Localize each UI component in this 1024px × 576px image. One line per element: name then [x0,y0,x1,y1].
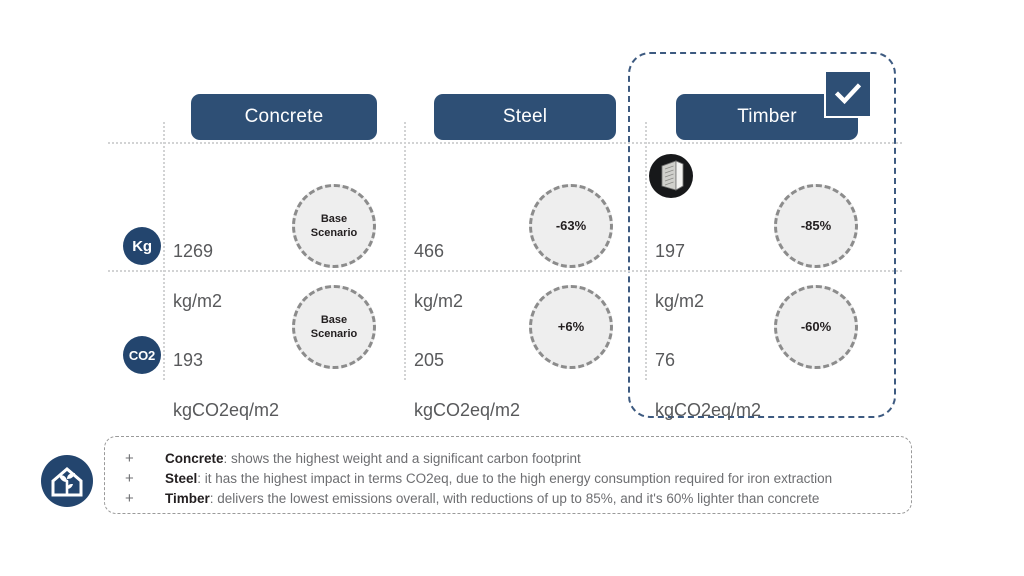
column-header-steel-label: Steel [502,106,548,127]
value-weight-timber: 197 kg/m2 [655,214,704,339]
kg-badge-label: Kg [132,237,152,255]
comparison-circle-carbon-concrete: Base Scenario [292,285,376,369]
note-item-steel-term: Steel [165,471,198,486]
clt-panel-icon [649,154,693,198]
co2-badge-icon: CO2 [123,336,161,374]
comparison-circle-weight-concrete: Base Scenario [292,184,376,268]
note-item-concrete-text: Concrete: shows the highest weight and a… [165,449,911,469]
value-carbon-concrete: 193 kgCO2eq/m2 [173,323,279,448]
note-item-timber-body: : delivers the lowest emissions overall,… [209,491,820,506]
value-weight-steel: 466 kg/m2 [414,214,463,339]
grid-line-vertical-2 [404,122,406,380]
note-item-timber-text: Timber: delivers the lowest emissions ov… [165,489,911,509]
note-item-steel-text: Steel: it has the highest impact in term… [165,469,911,489]
value-weight-concrete-number: 1269 [173,241,214,261]
note-item-concrete: + Concrete: shows the highest weight and… [105,449,911,469]
value-carbon-timber-unit: kgCO2eq/m2 [655,400,762,420]
comparison-circle-carbon-steel: +6% [529,285,613,369]
value-weight-steel-unit: kg/m2 [414,291,464,311]
value-weight-steel-number: 466 [414,241,445,261]
column-header-concrete[interactable]: Concrete [191,94,377,140]
note-item-concrete-term: Concrete [165,451,224,466]
checkmark-icon[interactable] [824,70,872,118]
value-carbon-steel: 205 kgCO2eq/m2 [414,323,520,448]
column-header-timber-label: Timber [737,106,797,127]
comparison-circle-weight-timber: -85% [774,184,858,268]
value-carbon-concrete-unit: kgCO2eq/m2 [173,400,280,420]
selected-column-highlight [628,52,896,418]
note-item-timber-term: Timber [165,491,210,506]
kg-badge-icon: Kg [123,227,161,265]
house-plant-logo-icon [38,452,96,510]
summary-notes-box: + Concrete: shows the highest weight and… [104,436,912,514]
value-weight-timber-number: 197 [655,241,686,261]
note-bullet-icon: + [125,490,134,507]
note-item-steel-body: : it has the highest impact in terms CO2… [197,471,833,486]
value-carbon-timber: 76 kgCO2eq/m2 [655,323,761,448]
column-header-concrete-label: Concrete [244,106,324,127]
value-carbon-steel-number: 205 [414,350,445,370]
comparison-circle-weight-steel: -63% [529,184,613,268]
value-weight-concrete: 1269 kg/m2 [173,214,222,339]
value-carbon-timber-number: 76 [655,350,676,370]
grid-line-vertical-3 [645,122,647,380]
column-header-steel[interactable]: Steel [434,94,616,140]
grid-line-horizontal-top [108,142,902,144]
value-weight-concrete-unit: kg/m2 [173,291,223,311]
comparison-circle-carbon-timber: -60% [774,285,858,369]
note-bullet-icon: + [125,470,134,487]
grid-line-horizontal-middle [108,270,902,272]
note-bullet-icon: + [125,450,134,467]
note-item-timber: + Timber: delivers the lowest emissions … [105,489,911,509]
note-item-steel: + Steel: it has the highest impact in te… [105,469,911,489]
co2-badge-label: CO2 [128,347,156,363]
grid-line-vertical-1 [163,122,165,380]
value-weight-timber-unit: kg/m2 [655,291,705,311]
value-carbon-steel-unit: kgCO2eq/m2 [414,400,521,420]
value-carbon-concrete-number: 193 [173,350,204,370]
note-item-concrete-body: : shows the highest weight and a signifi… [223,451,581,466]
